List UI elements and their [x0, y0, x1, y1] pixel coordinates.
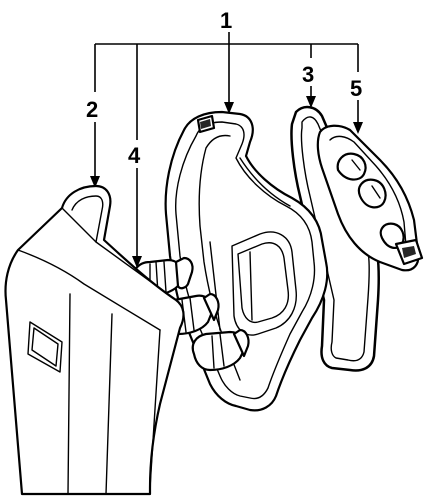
- bulb-part-4-lower: [191, 328, 250, 372]
- callout-5: 5: [350, 76, 362, 101]
- board-bulb-middle: [357, 178, 387, 209]
- board-bulb-lower: [379, 222, 405, 250]
- socket-board-part-5: [316, 124, 424, 272]
- leader-lines: [90, 32, 363, 268]
- gasket-part-3: [290, 105, 380, 372]
- board-bulb-upper: [336, 152, 367, 181]
- board-connector: [394, 238, 424, 266]
- lens-part-2: [4, 184, 185, 496]
- callout-4: 4: [128, 143, 141, 168]
- callout-1: 1: [220, 8, 232, 33]
- callout-2: 2: [86, 97, 98, 122]
- callout-3: 3: [302, 62, 314, 87]
